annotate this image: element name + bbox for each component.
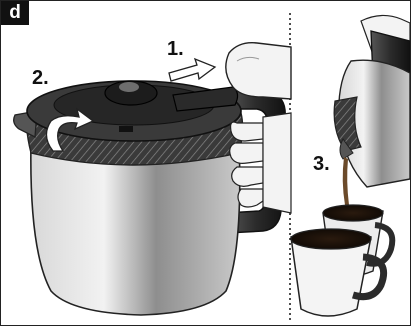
step-1-label: 1. xyxy=(167,38,184,61)
coffee-cups-icon xyxy=(291,205,392,316)
carafe-body xyxy=(31,141,240,315)
coffee-stream xyxy=(343,157,349,205)
step-2-label: 2. xyxy=(32,67,49,90)
panel-label: d xyxy=(1,1,29,25)
step-3-label: 3. xyxy=(313,153,330,176)
lock-symbol xyxy=(119,126,133,132)
hand-pressing-button-icon xyxy=(226,43,291,99)
hand-fingers xyxy=(230,113,291,213)
push-arrow-icon xyxy=(169,59,215,81)
